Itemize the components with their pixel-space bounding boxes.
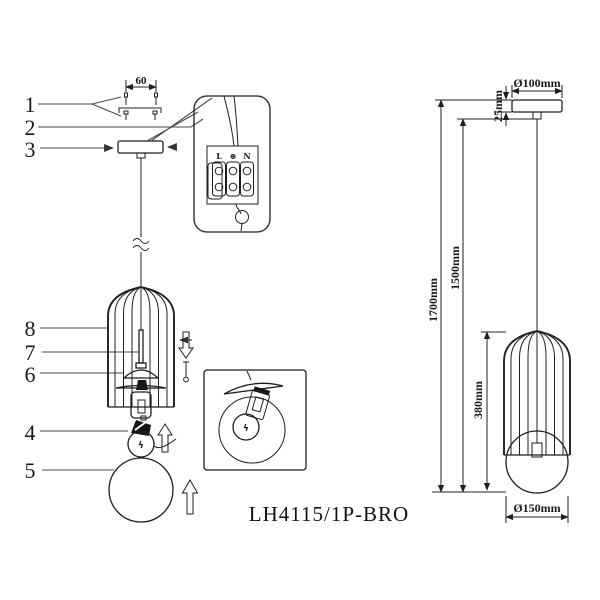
socket-detail-callout: ϟ	[203, 369, 307, 471]
part-label-2: 2	[25, 115, 36, 140]
detail-socket	[245, 386, 271, 420]
dim-canopy	[511, 99, 563, 113]
assembly-arrow-rod	[178, 331, 194, 383]
canopy-diameter-value: Ø100mm	[513, 76, 560, 90]
cage	[107, 286, 175, 408]
terminal-label-earth: ⊕	[230, 151, 237, 161]
exploded-view: 1 2 3 8 7 6 4 5 60	[25, 75, 213, 523]
canopy-diameter-dimension: Ø100mm	[511, 76, 563, 98]
assembly-arrow-sphere	[181, 478, 199, 515]
canopy-height-dimension: 25mm	[491, 86, 512, 126]
part-label-8: 8	[25, 316, 36, 341]
model-number: LH4115/1P-BRO	[249, 502, 409, 526]
dim-cord-grip	[532, 111, 542, 120]
glass-sphere	[108, 457, 174, 523]
hanging-rod	[135, 287, 147, 369]
canopy	[117, 97, 213, 159]
overall-drop-value: 1700mm	[426, 278, 440, 322]
terminal-label-neutral: N	[243, 151, 250, 161]
terminal-connectors	[207, 161, 254, 200]
screw-spacing-dimension: 60	[125, 75, 157, 92]
detail-bulb-symbol: ϟ	[243, 424, 249, 434]
sphere-diameter-dimension: Ø150mm	[505, 496, 569, 523]
fixture-height-value: 380mm	[471, 381, 485, 419]
dim-sphere	[505, 430, 569, 494]
suspension-wire	[132, 158, 150, 287]
mounting-screws	[118, 92, 162, 120]
overall-drop-dimension: 1700mm	[426, 99, 512, 493]
leader-lines	[38, 96, 204, 471]
part-label-7: 7	[25, 340, 36, 365]
suspension-drop-value: 1500mm	[448, 246, 462, 290]
terminal-label-live: L	[216, 151, 222, 161]
fixture-height-dimension: 380mm	[471, 331, 506, 491]
assembly-arrow-bulb	[153, 423, 177, 453]
bulb-filament-symbol: ϟ	[138, 441, 144, 451]
bulb: ϟ	[127, 415, 155, 458]
canopy-height-value: 25mm	[491, 90, 505, 122]
part-label-1: 1	[25, 92, 36, 117]
sphere-diameter-value: Ø150mm	[513, 501, 560, 515]
dimension-view: Ø100mm 25mm 1700mm 1500mm 380mm	[426, 76, 571, 523]
screw-spacing-value: 60	[136, 75, 148, 87]
part-label-6: 6	[25, 362, 36, 387]
part-label-4: 4	[25, 420, 36, 445]
dim-cage	[503, 330, 571, 458]
part-label-3: 3	[25, 137, 36, 162]
wiring-detail-callout: L ⊕ N	[193, 95, 271, 233]
suspension-drop-dimension: 1500mm	[448, 118, 533, 493]
part-label-5: 5	[25, 458, 36, 483]
